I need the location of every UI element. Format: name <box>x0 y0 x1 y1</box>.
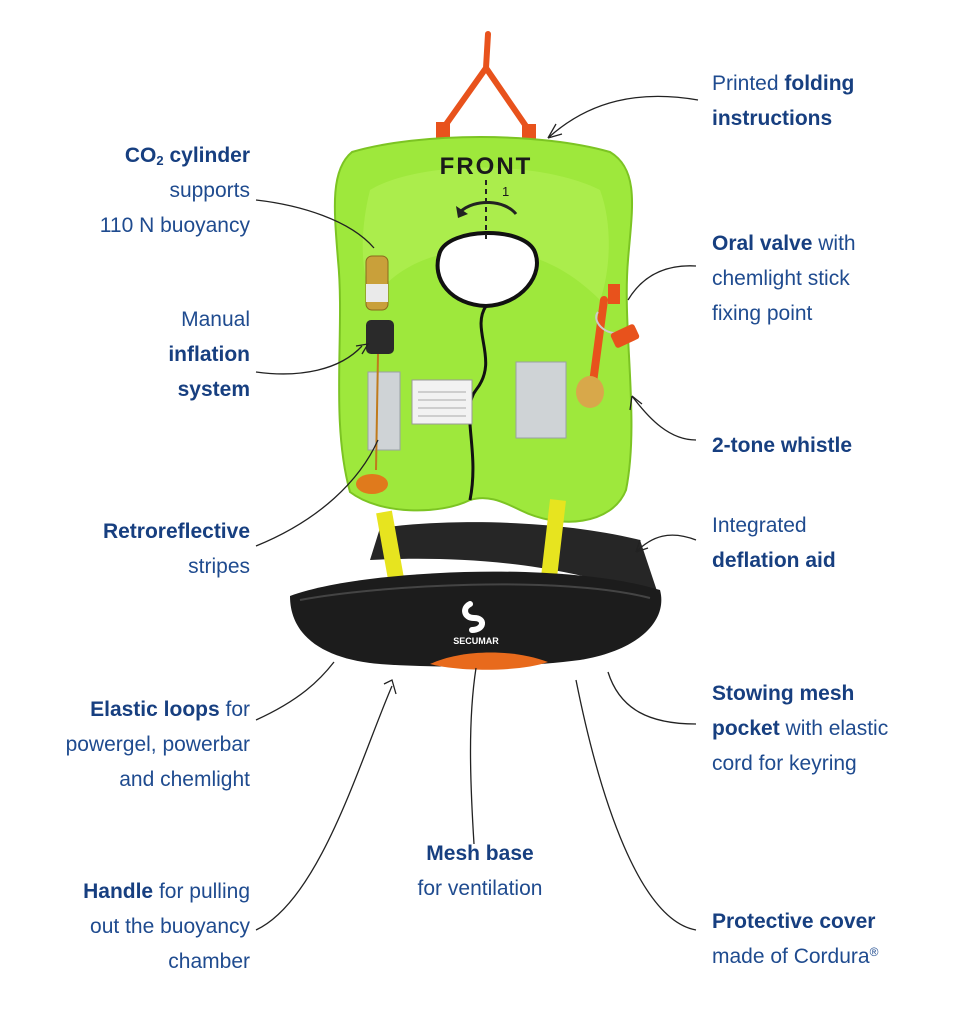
manual-bold2: system <box>177 378 250 401</box>
manual-bold1: inflation <box>168 343 250 366</box>
handle-bold: Handle <box>83 880 154 903</box>
pouch-seam <box>299 583 651 601</box>
leader-manual <box>255 345 363 375</box>
leader-printed <box>547 95 699 139</box>
inflation-head <box>366 320 394 354</box>
leader-manual-head <box>355 343 370 355</box>
oral-bold: Oral valve <box>712 232 813 255</box>
deflation-line1: Integrated <box>712 514 807 537</box>
co2-cylinder-label <box>366 284 388 302</box>
whistle-bold: 2-tone whistle <box>712 434 853 457</box>
registered-mark: ® <box>869 945 879 959</box>
handle-line2: out the buoyancy <box>90 915 250 938</box>
label-deflation-aid: Integrated deflation aid <box>712 508 836 578</box>
leader-printed-head <box>547 123 563 139</box>
elastic-line2: powergel, powerbar <box>65 733 250 756</box>
secumar-logo-mark <box>462 601 485 633</box>
label-elastic-loops: Elastic loops for powergel, powerbar and… <box>66 692 250 797</box>
handle-line3: chamber <box>168 950 250 973</box>
pull-toggle <box>356 474 388 494</box>
elastic-line3: and chemlight <box>119 768 250 791</box>
stowing-line3: cord for keyring <box>712 752 857 775</box>
leader-deflation <box>635 534 697 553</box>
co2-subscript: 2 <box>156 153 164 168</box>
oral-line2: chemlight stick <box>712 267 850 290</box>
hanging-loop <box>439 31 533 135</box>
stowing-bold2: pocket <box>712 717 780 740</box>
leader-deflation-head <box>635 539 649 553</box>
protective-bold: Protective cover <box>712 910 876 933</box>
leader-handle <box>255 685 393 931</box>
leader-whistle <box>631 395 697 441</box>
retro-line2: stripes <box>188 555 250 578</box>
leader-mesh <box>469 667 477 845</box>
loop-clip-left <box>436 122 450 138</box>
handle-rest: for pulling <box>153 880 250 903</box>
label-stowing-pocket: Stowing mesh pocket with elastic cord fo… <box>712 676 888 781</box>
stowing-bold: Stowing mesh <box>712 682 855 705</box>
protective-line2: made of Cordura <box>712 945 870 968</box>
leader-elastic <box>255 661 335 721</box>
label-retroreflective: Retroreflective stripes <box>103 514 250 584</box>
pull-cord <box>375 353 379 471</box>
leader-co2 <box>255 199 375 249</box>
front-print: FRONT <box>440 153 533 180</box>
label-mesh-base: Mesh base for ventilation <box>380 836 580 906</box>
deflation-bold: deflation aid <box>712 549 836 572</box>
oral-valve-base <box>576 376 604 408</box>
brand-print: SECUMAR <box>453 636 499 646</box>
label-co2-cylinder: CO2 cylinder supports 110 N buoyancy <box>100 138 250 243</box>
leader-stowing <box>607 671 697 725</box>
retroreflective-stripe-right <box>515 361 567 439</box>
fold-arrow <box>458 200 518 216</box>
printed-bold2: instructions <box>712 107 833 130</box>
co2-line2: supports <box>169 179 250 202</box>
leader-whistle-head <box>629 395 643 411</box>
leader-protective <box>575 679 697 931</box>
label-whistle: 2-tone whistle <box>712 428 852 463</box>
leader-retro <box>255 439 379 547</box>
retroreflective-stripe-left <box>367 371 401 451</box>
retro-bold: Retroreflective <box>102 520 250 543</box>
loop-clip-right <box>522 124 536 140</box>
mesh-base-shape <box>430 652 548 670</box>
label-printed-folding: Printed folding instructions <box>712 66 854 136</box>
elastic-rest: for <box>219 698 250 721</box>
whistle-shape <box>610 324 640 348</box>
label-manual-inflation: Manual inflation system <box>168 302 250 407</box>
service-label <box>411 379 473 425</box>
co2-line3: 110 N buoyancy <box>99 214 250 237</box>
fold-arrow-head <box>456 206 468 218</box>
mesh-bold: Mesh base <box>426 842 534 865</box>
label-oral-valve: Oral valve with chemlight stick fixing p… <box>712 226 856 331</box>
co2-bold2: cylinder <box>163 144 250 167</box>
printed-pre: Printed <box>712 72 785 95</box>
leader-handle-head <box>383 679 397 695</box>
center-seam <box>468 305 488 501</box>
fold-step-number: 1 <box>502 184 509 199</box>
manual-line1: Manual <box>181 308 250 331</box>
service-label-lines <box>418 391 466 417</box>
stowing-rest: with elastic <box>779 717 889 740</box>
oral-valve-tube <box>588 296 608 394</box>
co2-bold: CO <box>124 144 157 167</box>
leader-oral <box>627 265 697 301</box>
printed-bold: folding <box>784 72 855 95</box>
mesh-line2: for ventilation <box>417 877 543 900</box>
oral-rest: with <box>812 232 856 255</box>
label-protective-cover: Protective cover made of Cordura® <box>712 904 878 974</box>
oral-line3: fixing point <box>712 302 813 325</box>
elastic-bold: Elastic loops <box>90 698 220 721</box>
label-handle: Handle for pulling out the buoyancy cham… <box>83 874 250 979</box>
neck-opening <box>435 231 539 309</box>
oral-valve-tip <box>608 284 620 304</box>
leader-lines <box>255 95 699 931</box>
belt-back <box>370 522 660 600</box>
